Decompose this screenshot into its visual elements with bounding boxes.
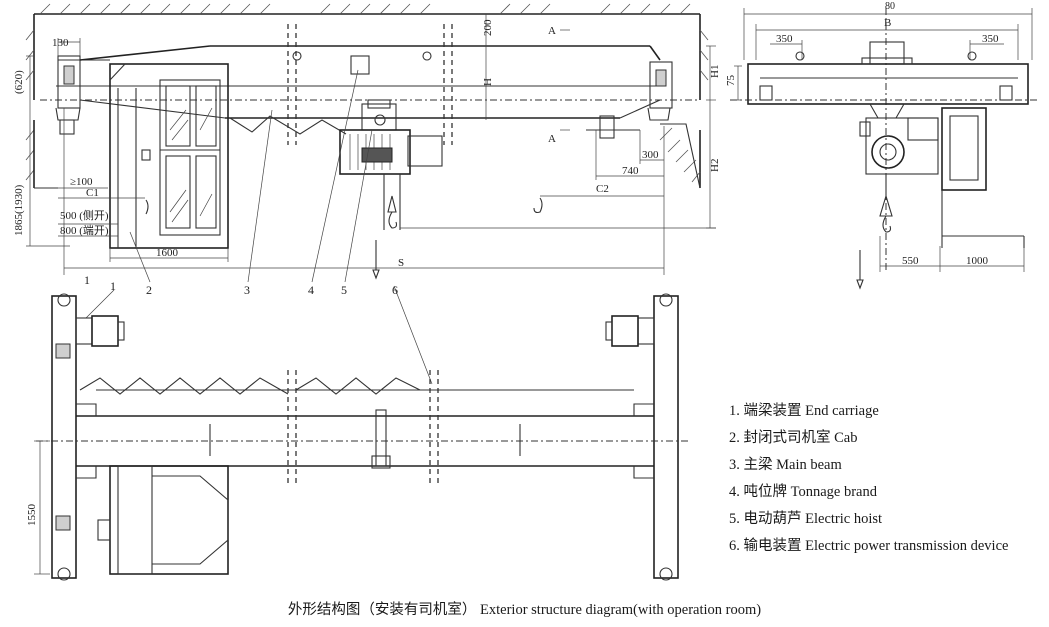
legend-item-main-beam: 3. 主梁 Main beam bbox=[729, 457, 842, 473]
front-view bbox=[25, 3, 716, 385]
figure-caption: 外形结构图（安装有司机室） Exterior structure diagram… bbox=[287, 602, 762, 618]
section-a-bottom: A bbox=[548, 133, 556, 145]
dim-800: 800 (端开) bbox=[60, 224, 109, 237]
dim-c2: C2 bbox=[596, 183, 609, 195]
dim-1600: 1600 bbox=[156, 247, 179, 259]
dim-200: 200 bbox=[482, 19, 494, 36]
dim-130: 130 bbox=[52, 37, 69, 49]
dim-300: 300 bbox=[642, 149, 659, 161]
dim-75: 75 bbox=[725, 75, 737, 87]
dim-100: ≥100 bbox=[70, 176, 93, 188]
callout-3: 3 bbox=[244, 283, 250, 297]
dim-1000: 1000 bbox=[966, 255, 989, 267]
dim-80: 80 bbox=[885, 1, 895, 12]
dim-350-right: 350 bbox=[982, 33, 999, 45]
dim-s: S bbox=[398, 257, 404, 269]
legend-item-power-transmission: 6. 输电装置 Electric power transmission devi… bbox=[729, 538, 1009, 554]
dim-550: 550 bbox=[902, 255, 919, 267]
callout-5: 5 bbox=[341, 283, 347, 297]
dim-h2: H2 bbox=[709, 159, 721, 172]
plan-view bbox=[34, 293, 690, 581]
callout-1-plan: 1 bbox=[84, 273, 90, 287]
legend-item-cab: 2. 封闭式司机室 Cab bbox=[729, 430, 858, 446]
callout-2: 2 bbox=[146, 283, 152, 297]
dim-b: B bbox=[884, 17, 891, 29]
side-view bbox=[730, 8, 1040, 290]
dim-1865: 1865(1930) bbox=[13, 184, 25, 236]
dim-c1: C1 bbox=[86, 187, 99, 199]
dim-h: H bbox=[482, 78, 494, 86]
dim-1550: 1550 bbox=[26, 504, 38, 527]
dim-h1: H1 bbox=[709, 65, 721, 78]
dim-620: (620) bbox=[13, 70, 25, 94]
dim-350-left: 350 bbox=[776, 33, 793, 45]
callout-4: 4 bbox=[308, 283, 314, 297]
callout-1: 1 bbox=[110, 279, 116, 293]
dim-740: 740 bbox=[622, 165, 639, 177]
legend-item-electric-hoist: 5. 电动葫芦 Electric hoist bbox=[729, 511, 883, 527]
legend-item-tonnage-brand: 4. 吨位牌 Tonnage brand bbox=[729, 484, 877, 500]
callout-6: 6 bbox=[392, 283, 398, 297]
component-legend: 1. 端梁装置 End carriage 2. 封闭式司机室 Cab 3. 主梁… bbox=[729, 398, 1008, 560]
legend-item-end-carriage: 1. 端梁装置 End carriage bbox=[729, 403, 879, 419]
dim-500: 500 (侧开) bbox=[60, 209, 109, 222]
section-a-top: A bbox=[548, 25, 556, 37]
